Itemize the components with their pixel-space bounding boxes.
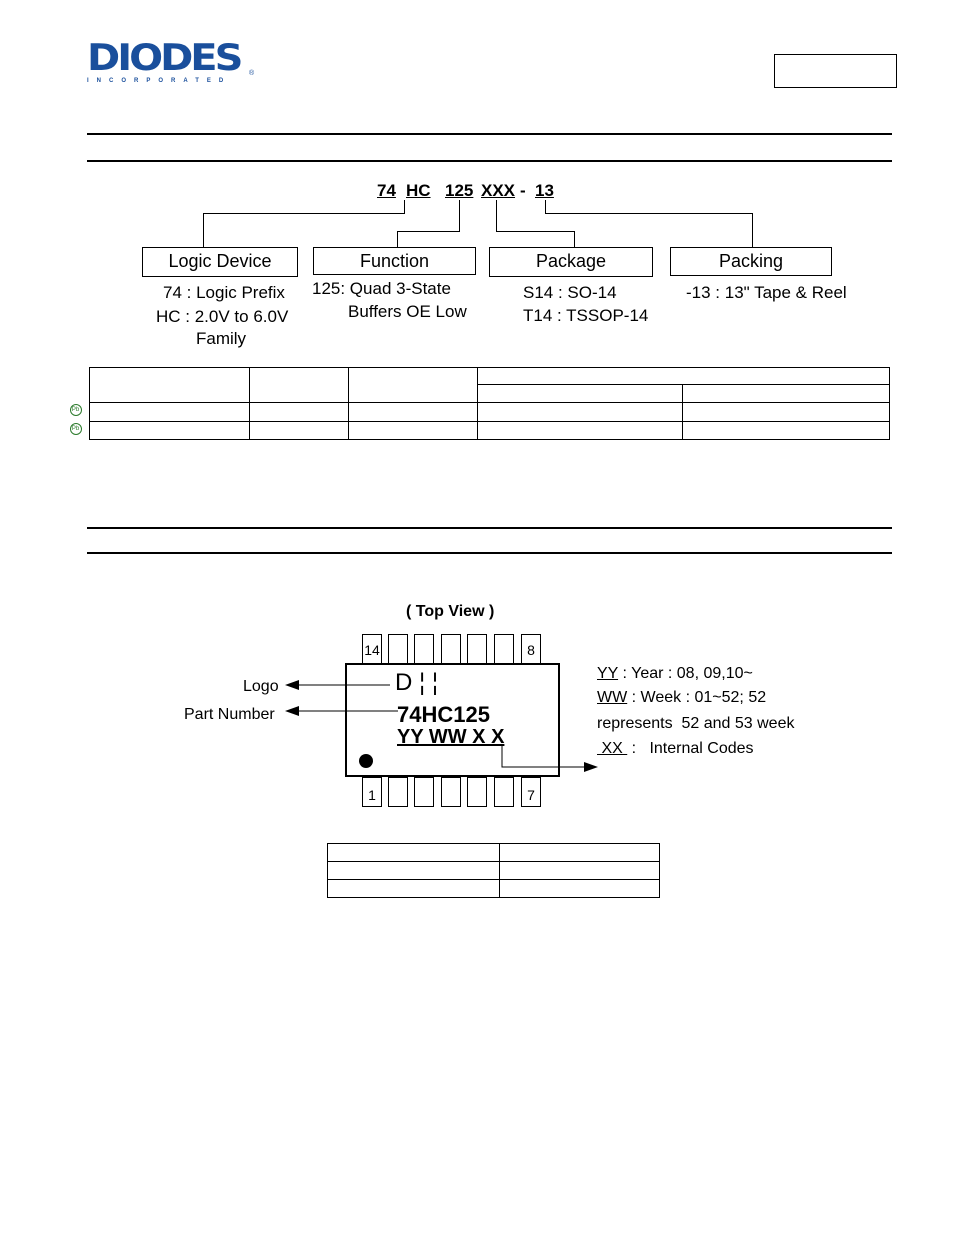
pin [414,634,434,664]
section-rule-bottom [87,552,892,554]
pn-packing: 13 [535,181,554,200]
chip-date-code: YY WW X X [397,726,505,748]
pn-package: XXX [481,181,516,200]
legend-year: YY : Year : 08, 09,10~ [597,665,753,683]
ordering-table [89,366,890,441]
logic-line-1: 74 : Logic Prefix [163,283,285,302]
logo-subtitle: INCORPORATED [87,78,232,84]
table-header-cell [477,366,890,386]
logic-line-2: HC : 2.0V to 6.0V [156,307,289,326]
logic-device-box: Logic Device [142,247,298,277]
package-line-1: S14 : SO-14 [523,283,617,302]
pin [467,777,487,807]
package-line-2: T14 : TSSOP-14 [523,306,649,325]
table-row [89,402,890,422]
pn-function: 125 [445,181,474,200]
pin-8: 8 [521,634,541,664]
pin-14: 14 [362,634,382,664]
legend-xx-key: XX [597,740,628,757]
pin [494,777,514,807]
part-number-label: Part Number [184,706,275,723]
registered-mark: ® [249,70,255,77]
function-box: Function [313,247,476,275]
table-header-cell [348,366,478,404]
pn-family: HC [406,181,431,200]
legend-internal: XX : Internal Codes [597,740,754,758]
legend-represents: represents 52 and 53 week [597,715,795,732]
pin [414,777,434,807]
table-header-cell [89,366,250,404]
pin [467,634,487,664]
chip-logo-mark: D ¦ ¦ [395,669,439,696]
pin-1: 1 [362,777,382,807]
pin [441,634,461,664]
pin [388,777,408,807]
legend-week: WW : Week : 01~52; 52 [597,689,766,707]
pin [441,777,461,807]
marking-table [327,843,660,898]
table-subheader-cell [477,384,683,404]
section-rule-top [87,133,892,135]
legend-yy-text: : Year : 08, 09,10~ [618,665,753,682]
pin [388,634,408,664]
table-subheader-cell [682,384,890,404]
section-rule-bottom [87,160,892,162]
function-line-1: 125: Quad 3-State [312,279,451,298]
pn-prefix: 74 [377,181,396,200]
lead-free-icon: Pb [66,404,85,420]
packing-line-1: -13 : 13" Tape & Reel [686,283,847,302]
packing-box: Packing [670,247,832,276]
chip-part-number: 74HC125 [397,702,490,727]
table-row [327,879,660,898]
chip-body: D ¦ ¦ 74HC125 YY WW X X [345,663,560,777]
pin-7: 7 [521,777,541,807]
pn-dash: - [520,181,526,200]
lead-free-icon: Pb [66,423,85,439]
top-view-label: ( Top View ) [406,603,495,620]
marking-arrows [285,680,598,772]
table-header-cell [249,366,349,404]
pin [494,634,514,664]
legend-xx-text: : Internal Codes [627,740,754,757]
header-part-box [774,54,897,88]
table-row [327,861,660,880]
pin1-dot [359,754,373,768]
legend-ww-key: WW [597,689,628,706]
table-row [327,843,660,862]
section-rule-top [87,527,892,529]
package-box: Package [489,247,653,277]
logo-label: Logo [243,678,279,695]
logic-line-3: Family [196,329,247,348]
legend-ww-text: : Week : 01~52; 52 [627,689,767,706]
table-row [89,420,890,441]
function-line-2: Buffers OE Low [348,302,467,321]
diodes-logo: DIODES [87,37,243,80]
legend-yy-key: YY [597,665,619,682]
